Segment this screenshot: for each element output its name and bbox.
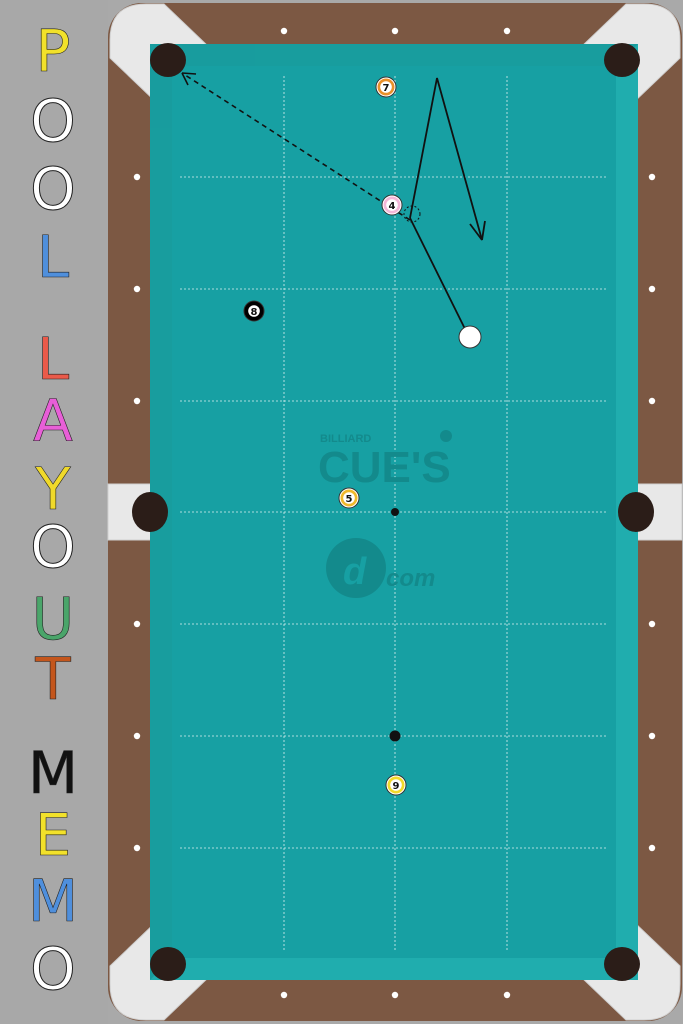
title-letter-1: O [30, 87, 77, 155]
pocket-top-right [604, 43, 640, 77]
center-spot [391, 508, 399, 516]
pocket-bottom-right [604, 947, 640, 981]
pocket-side-left [132, 492, 168, 532]
cues-logo: BILLIARD CUE'S [318, 430, 452, 492]
ball-9-icon[interactable]: 9 [385, 774, 407, 796]
svg-text:d: d [343, 551, 367, 593]
title-letter-9: T [35, 645, 71, 713]
ball-label: 8 [251, 307, 258, 318]
ball-label: 4 [389, 201, 396, 212]
ball-4-icon[interactable]: 4 [381, 194, 403, 216]
ball-8-icon[interactable]: 8 [243, 300, 265, 322]
balls: 7 4 8 5 9 [243, 76, 482, 796]
cue-ball-path [409, 217, 470, 338]
ball-label: 9 [393, 781, 400, 792]
shot-lines [181, 72, 486, 338]
title-letter-8: U [31, 585, 75, 653]
title-letter-3: L [36, 223, 70, 291]
title-letter-7: O [30, 513, 77, 581]
logo-ball-icon [440, 430, 452, 442]
title-letter-11: E [34, 801, 72, 869]
object-path-arrowhead-icon [181, 72, 197, 86]
cue-ball-icon[interactable] [458, 325, 482, 349]
ghost-ball [403, 205, 421, 223]
pocket-bottom-left [150, 947, 186, 981]
object-ball-path [181, 72, 411, 221]
rail-diamonds [133, 27, 656, 999]
title-sidebar [0, 0, 108, 1024]
foot-spot [389, 730, 401, 742]
ball-7-icon[interactable]: 7 [375, 76, 397, 98]
svg-text:BILLIARD: BILLIARD [320, 433, 371, 445]
d-logo-icon [326, 538, 386, 598]
pocket-top-left [150, 43, 186, 77]
svg-text:CUE'S: CUE'S [318, 443, 451, 492]
title-letter-10: M [27, 739, 79, 807]
cue-ball-bank-path [409, 77, 483, 241]
dcom-logo: d com [326, 538, 435, 598]
title-letter-4: L [36, 325, 70, 393]
pocket-side-right [618, 492, 654, 532]
title-letter-6: Y [35, 455, 71, 523]
title-letter-2: O [30, 155, 77, 223]
title-letter-5: A [33, 387, 73, 455]
title-letter-13: O [30, 935, 77, 1003]
svg-text:com: com [386, 565, 435, 592]
cue-path-arrowhead-icon [469, 220, 486, 241]
ball-label: 5 [346, 494, 353, 505]
title-letter-0: P [35, 17, 71, 85]
ball-5-icon[interactable]: 5 [338, 487, 360, 509]
ball-label: 7 [383, 83, 390, 94]
title-letter-12: M [27, 867, 79, 935]
